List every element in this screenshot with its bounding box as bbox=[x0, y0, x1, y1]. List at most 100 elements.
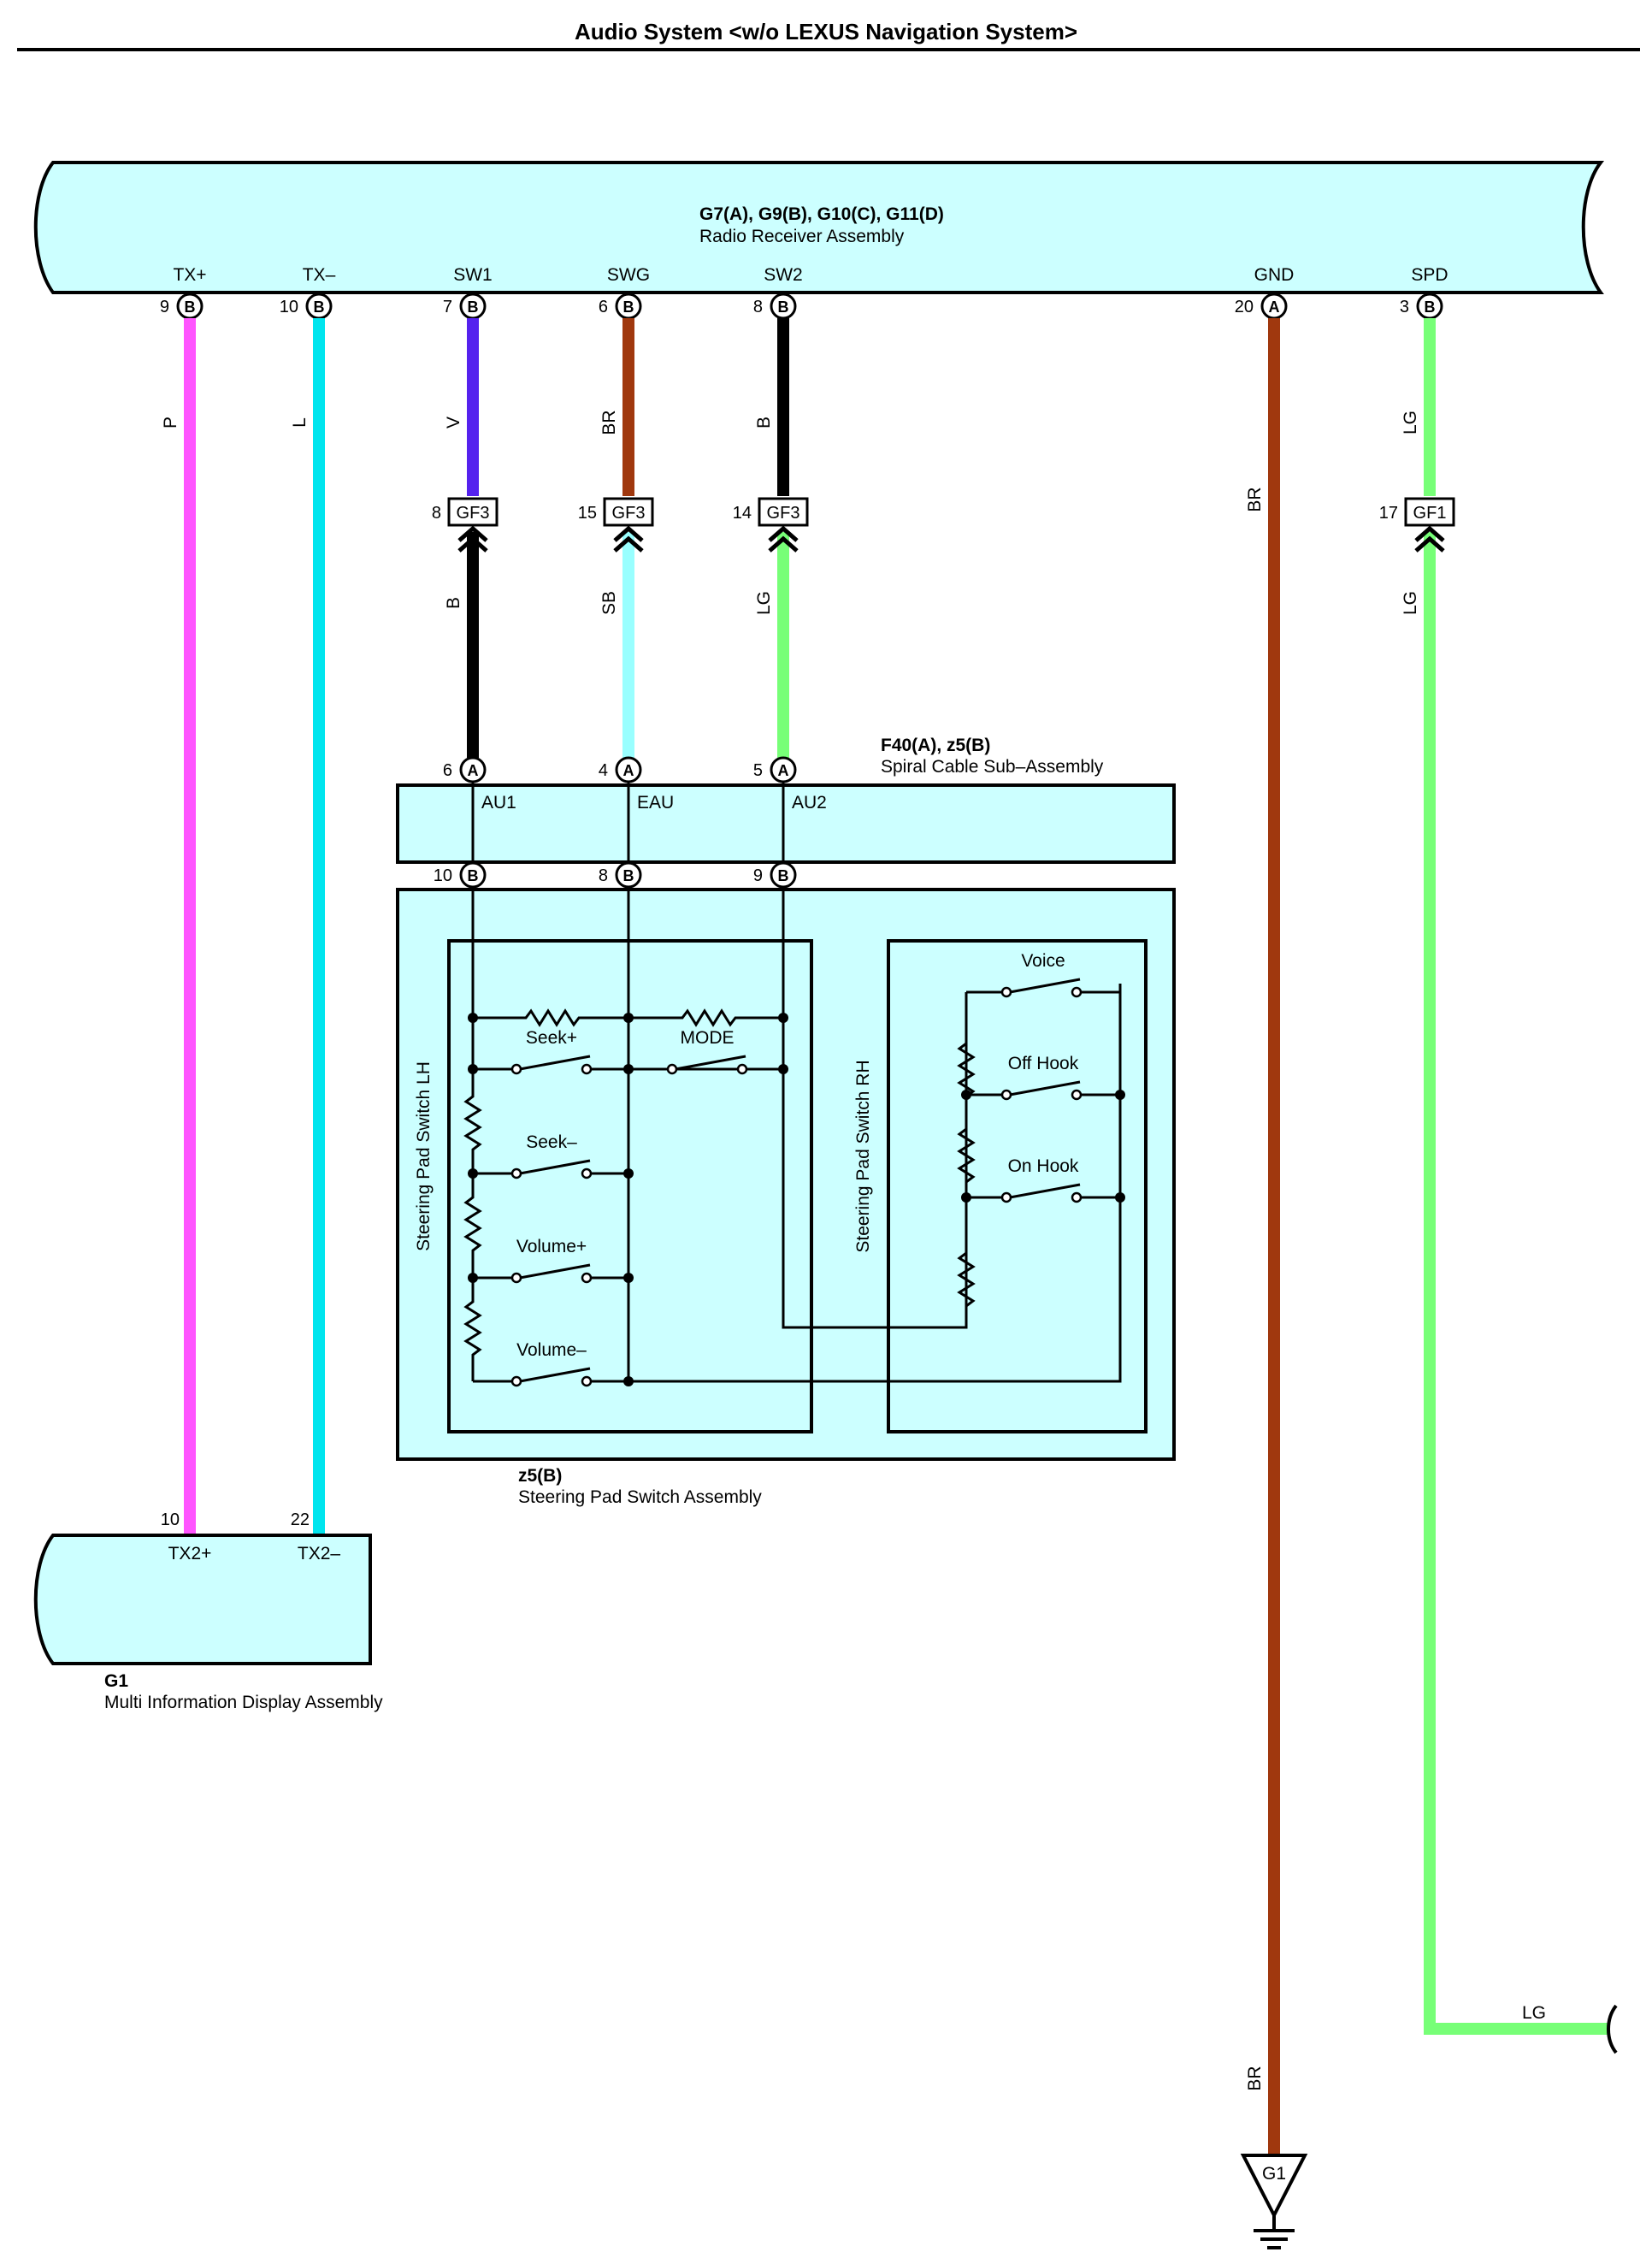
wire-label-spd-upper: LG bbox=[1401, 411, 1420, 434]
terminal-label-tx-plus: TX+ bbox=[173, 265, 206, 285]
terminal-label-spd: SPD bbox=[1411, 265, 1448, 285]
svg-text:5: 5 bbox=[753, 761, 763, 780]
radio-name: Radio Receiver Assembly bbox=[699, 227, 905, 246]
svg-text:B: B bbox=[623, 299, 634, 316]
radio-connector-ids: G7(A), G9(B), G10(C), G11(D) bbox=[699, 204, 944, 224]
spiral-terminal-eau: EAU bbox=[637, 793, 674, 813]
wire-label-swg-lower: SB bbox=[599, 591, 619, 615]
mid-terminal-tx2-plus: TX2+ bbox=[168, 1544, 212, 1563]
ground-point: G1 bbox=[1240, 2154, 1308, 2249]
mid-name: Multi Information Display Assembly bbox=[104, 1693, 383, 1712]
wire-label-spd-lower: LG bbox=[1401, 591, 1420, 615]
multi-information-display-assembly: 10 22 TX2+ TX2– G1 Multi Information Dis… bbox=[33, 1510, 383, 1712]
wire-spd-lower bbox=[1424, 532, 1609, 2035]
mid-terminal-tx2-minus: TX2– bbox=[298, 1544, 341, 1563]
wire-label-sw1-lower: B bbox=[444, 597, 463, 609]
svg-text:GF1: GF1 bbox=[1413, 504, 1447, 523]
spiral-terminal-au1: AU1 bbox=[481, 793, 516, 813]
terminal-label-sw1: SW1 bbox=[453, 265, 493, 285]
steering-connector-id: z5(B) bbox=[518, 1466, 562, 1486]
steering-name: Steering Pad Switch Assembly bbox=[518, 1487, 762, 1507]
switch-seek-plus: Seek+ bbox=[526, 1028, 577, 1048]
terminal-label-gnd: GND bbox=[1254, 265, 1295, 285]
spiral-name: Spiral Cable Sub–Assembly bbox=[881, 757, 1104, 777]
svg-text:B: B bbox=[778, 299, 789, 316]
switch-on-hook: On Hook bbox=[1008, 1156, 1079, 1176]
junction-gf3-sw1: 8 GF3 bbox=[432, 497, 499, 553]
pin-tx-minus: 10 bbox=[280, 298, 298, 316]
svg-text:A: A bbox=[468, 762, 479, 779]
svg-text:10: 10 bbox=[434, 866, 452, 885]
svg-text:B: B bbox=[778, 867, 789, 884]
terminal-swg: B bbox=[615, 293, 642, 320]
terminal-label-swg: SWG bbox=[607, 265, 650, 285]
junction-connectors: 8 GF3 15 GF3 14 GF3 17 GF1 bbox=[432, 497, 1455, 553]
junction-gf1-spd: 17 GF1 bbox=[1379, 497, 1455, 553]
wire-label-gnd-lower: BR bbox=[1245, 2066, 1265, 2090]
pin-gnd: 20 bbox=[1235, 298, 1254, 316]
steering-rh-circuit: Voice Off Hook On Hook bbox=[782, 951, 1125, 1329]
mid-connector-id: G1 bbox=[104, 1671, 128, 1691]
svg-text:9: 9 bbox=[753, 866, 763, 885]
svg-text:8: 8 bbox=[432, 504, 441, 523]
spiral-terminal-au2: AU2 bbox=[792, 793, 827, 813]
wire-label-spd-horizontal: LG bbox=[1522, 2003, 1546, 2023]
wire-color-labels: P L V BR B B SB LG BR BR LG LG LG bbox=[161, 410, 1546, 2090]
spiral-cable-assembly: F40(A), z5(B) Spiral Cable Sub–Assembly … bbox=[396, 736, 1176, 874]
wire-label-gnd: BR bbox=[1245, 487, 1265, 511]
pin-sw2: 8 bbox=[753, 298, 763, 316]
wire-break-mark bbox=[1607, 2004, 1618, 2054]
terminal-label-tx-minus: TX– bbox=[303, 265, 336, 285]
terminal-tx-minus: B bbox=[305, 293, 333, 320]
terminal-sw2: B bbox=[770, 293, 797, 320]
svg-text:B: B bbox=[468, 299, 479, 316]
switch-off-hook: Off Hook bbox=[1008, 1054, 1079, 1073]
steering-rh-label: Steering Pad Switch RH bbox=[853, 1060, 873, 1252]
wire-label-tx-minus: L bbox=[290, 417, 310, 428]
terminal-tx-plus: B bbox=[176, 293, 204, 320]
svg-text:8: 8 bbox=[599, 866, 608, 885]
svg-text:A: A bbox=[1269, 299, 1280, 316]
steering-pad-switch-assembly: Steering Pad Switch LH Steering Pad Swit… bbox=[396, 861, 1176, 1507]
switch-mode: MODE bbox=[681, 1028, 735, 1048]
wires bbox=[184, 318, 1609, 2164]
switch-seek-minus: Seek– bbox=[526, 1132, 577, 1152]
svg-text:B: B bbox=[314, 299, 325, 316]
svg-text:GF3: GF3 bbox=[612, 504, 646, 523]
mid-pin-tx2-plus: 10 bbox=[161, 1510, 180, 1529]
svg-text:B: B bbox=[623, 867, 634, 884]
mid-pin-tx2-minus: 22 bbox=[291, 1510, 310, 1529]
pin-spd: 3 bbox=[1400, 298, 1409, 316]
svg-text:A: A bbox=[778, 762, 789, 779]
svg-text:15: 15 bbox=[578, 504, 597, 523]
junction-gf3-swg: 15 GF3 bbox=[578, 497, 654, 553]
wire-label-sw2-upper: B bbox=[754, 417, 774, 429]
wire-label-sw1-upper: V bbox=[444, 417, 463, 429]
switch-voice: Voice bbox=[1021, 951, 1065, 971]
terminal-gnd: A bbox=[1260, 293, 1288, 320]
steering-lh-label: Steering Pad Switch LH bbox=[414, 1061, 434, 1251]
wire-label-swg-upper: BR bbox=[599, 410, 619, 434]
ground-label: G1 bbox=[1262, 2164, 1286, 2184]
wire-label-tx-plus: P bbox=[161, 417, 180, 429]
svg-text:B: B bbox=[1425, 299, 1436, 316]
svg-text:B: B bbox=[185, 299, 196, 316]
svg-text:14: 14 bbox=[733, 504, 752, 523]
pin-tx-plus: 9 bbox=[160, 298, 169, 316]
svg-text:17: 17 bbox=[1379, 504, 1398, 523]
radio-terminals: TX+ 9 B TX– 10 B SW1 7 B SWG 6 B SW2 8 B… bbox=[160, 265, 1448, 320]
wire-label-sw2-lower: LG bbox=[754, 591, 774, 615]
switch-volume-plus: Volume+ bbox=[516, 1237, 587, 1256]
pin-swg: 6 bbox=[599, 298, 608, 316]
terminal-sw1: B bbox=[459, 293, 487, 320]
steering-lh-circuit: Seek+ MODE Seek– Volume+ Volume– bbox=[463, 887, 1122, 1387]
svg-text:6: 6 bbox=[443, 761, 452, 780]
svg-text:4: 4 bbox=[599, 761, 608, 780]
radio-receiver-assembly: G7(A), G9(B), G10(C), G11(D) Radio Recei… bbox=[33, 161, 1605, 294]
svg-text:A: A bbox=[623, 762, 634, 779]
spiral-connector-ids: F40(A), z5(B) bbox=[881, 736, 990, 755]
diagram-title: Audio System <w/o LEXUS Navigation Syste… bbox=[575, 19, 1077, 44]
switch-volume-minus: Volume– bbox=[516, 1340, 587, 1360]
terminal-label-sw2: SW2 bbox=[764, 265, 803, 285]
terminal-spd: B bbox=[1416, 293, 1443, 320]
